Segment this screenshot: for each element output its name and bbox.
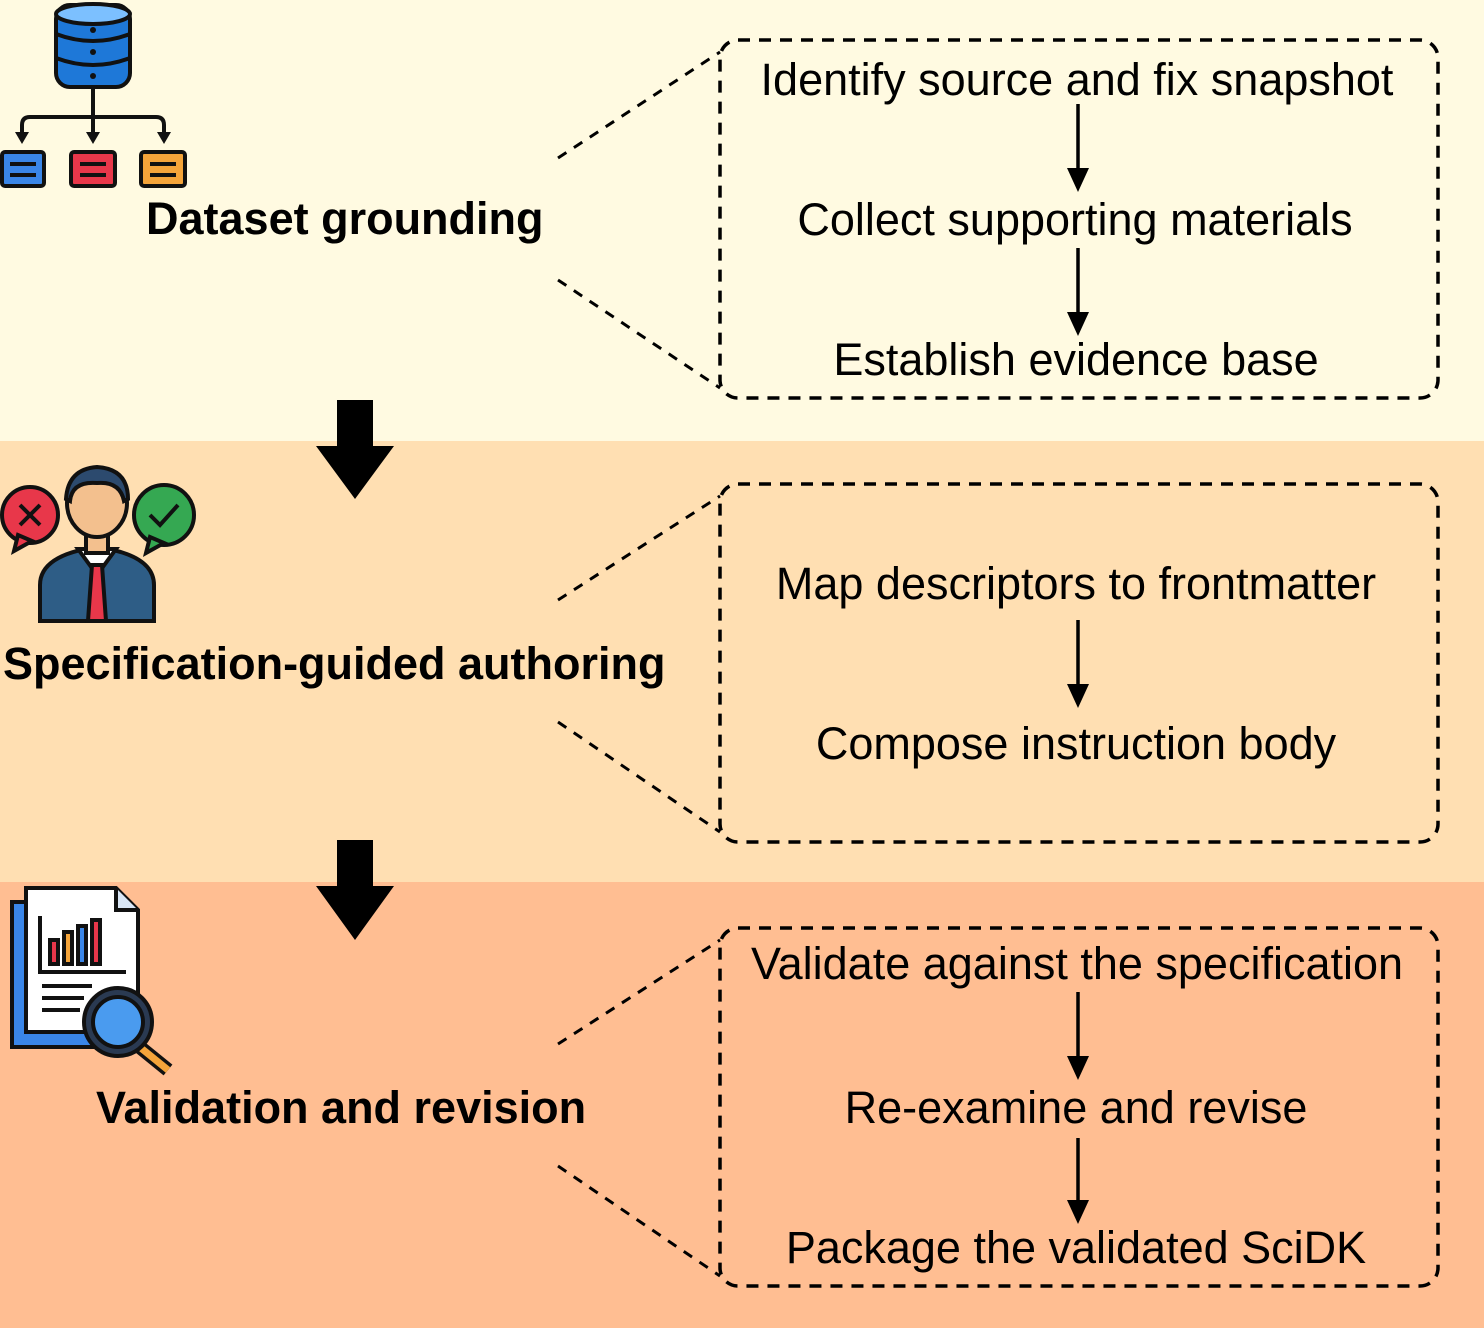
stage2-connector-bottom bbox=[557, 720, 721, 834]
step-text: Package the validated SciDK bbox=[785, 1222, 1367, 1273]
step-text: Establish evidence base bbox=[833, 334, 1319, 385]
step-text: Validate against the specification bbox=[750, 938, 1404, 989]
step-text: Collect supporting materials bbox=[797, 194, 1353, 245]
step-text: Compose instruction body bbox=[815, 718, 1337, 769]
stage1-step-arrow bbox=[1067, 104, 1089, 192]
step-text: Map descriptors to frontmatter bbox=[775, 558, 1377, 609]
stage1-step-arrow bbox=[1067, 248, 1089, 336]
person-decision-icon bbox=[0, 464, 196, 623]
stage2-connector-top bbox=[557, 494, 721, 602]
stage-transition-arrow-1 bbox=[316, 400, 394, 499]
database-hierarchy-icon bbox=[0, 2, 187, 188]
stage1-connector-top bbox=[557, 50, 721, 160]
stage3-step-arrow bbox=[1067, 992, 1089, 1080]
stage2-step-arrow bbox=[1067, 620, 1089, 708]
stage-transition-arrow-2 bbox=[316, 840, 394, 940]
stage3-steps-box bbox=[718, 926, 1440, 1288]
stage-band-authoring bbox=[0, 441, 1484, 882]
stage-title-authoring: Specification-guided authoring bbox=[3, 638, 666, 689]
step-text: Re-examine and revise bbox=[844, 1082, 1308, 1133]
stage2-steps-box bbox=[718, 482, 1440, 844]
report-magnifier-icon bbox=[10, 886, 173, 1076]
stage3-connector-top bbox=[557, 938, 721, 1046]
stage-band-validation bbox=[0, 882, 1484, 1328]
stage1-steps-box bbox=[718, 38, 1440, 400]
stage-band-dataset-grounding bbox=[0, 0, 1484, 441]
stage-title-dataset-grounding: Dataset grounding bbox=[146, 193, 544, 244]
stage3-connector-bottom bbox=[557, 1164, 721, 1278]
stage3-step-arrow bbox=[1067, 1138, 1089, 1224]
step-text: Identify source and fix snapshot bbox=[760, 54, 1394, 105]
stage1-connector-bottom bbox=[557, 278, 721, 390]
stage-title-validation: Validation and revision bbox=[96, 1082, 587, 1133]
